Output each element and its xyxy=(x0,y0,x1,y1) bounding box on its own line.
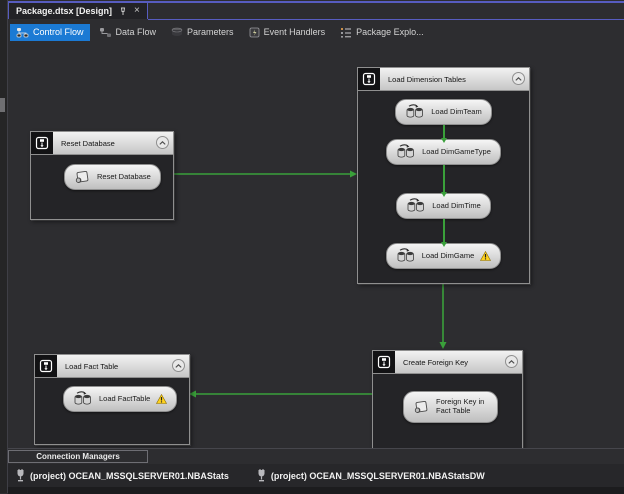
tab-event-handlers[interactable]: Event Handlers xyxy=(243,24,332,41)
accent-line-top xyxy=(8,1,624,3)
connector-loaddim-to-cfk[interactable] xyxy=(439,283,447,349)
task-label: Load DimTeam xyxy=(431,106,482,116)
tab-parameters-label: Parameters xyxy=(187,27,234,37)
data-flow-task-icon xyxy=(397,248,414,262)
container-title: Load Dimension Tables xyxy=(388,74,466,84)
sequence-container-load-dimension-tables[interactable]: Load Dimension Tables Load DimTeam Load … xyxy=(357,67,530,284)
tab-control-flow[interactable]: Control Flow xyxy=(10,23,90,41)
execute-sql-task-icon xyxy=(414,401,428,413)
package-explorer-icon xyxy=(341,27,352,38)
accent-line-bottom xyxy=(148,19,624,20)
document-tab-bar: Package.dtsx [Design] × xyxy=(8,0,624,20)
data-flow-task-icon xyxy=(406,104,424,118)
pin-icon[interactable] xyxy=(119,7,127,16)
left-panel-edge xyxy=(0,0,8,493)
connection-manager-icon xyxy=(17,469,24,482)
sequence-container-icon xyxy=(373,351,395,373)
sequence-container-create-foreign-key[interactable]: Create Foreign Key Foreign Key in Fact T… xyxy=(372,350,523,449)
control-flow-design-surface[interactable]: Reset Database Reset Database Load Dimen… xyxy=(8,45,624,449)
tab-package-explorer[interactable]: Package Explo... xyxy=(334,24,430,41)
sequence-container-icon xyxy=(358,68,380,90)
sequence-container-reset-database[interactable]: Reset Database Reset Database xyxy=(30,131,174,220)
designer-view-toolbar: Control Flow Data Flow Parameters Event … xyxy=(8,21,624,43)
tab-data-flow-label: Data Flow xyxy=(115,27,157,37)
warning-icon xyxy=(156,394,168,404)
data-flow-task-icon xyxy=(74,391,91,405)
close-icon[interactable]: × xyxy=(134,5,140,16)
connection-managers-list: (project) OCEAN_MSSQLSERVER01.NBAStats (… xyxy=(8,464,624,487)
task-label: Load DimTime xyxy=(432,200,481,210)
task-load-dimteam[interactable]: Load DimTeam xyxy=(395,99,492,125)
connection-manager-nbastats[interactable]: (project) OCEAN_MSSQLSERVER01.NBAStats xyxy=(16,469,229,482)
container-header[interactable]: Create Foreign Key xyxy=(373,351,522,374)
data-flow-task-icon xyxy=(397,144,414,158)
collapse-chevron-icon[interactable] xyxy=(156,136,169,149)
connection-manager-icon xyxy=(258,469,265,482)
precedence-constraint-layer xyxy=(172,170,447,398)
warning-icon xyxy=(480,251,492,261)
sequence-container-icon xyxy=(31,132,53,154)
collapse-chevron-icon[interactable] xyxy=(172,359,185,372)
task-label: Load FactTable xyxy=(99,393,151,403)
container-header[interactable]: Reset Database xyxy=(31,132,173,155)
container-title: Reset Database xyxy=(61,138,115,148)
task-label: Reset Database xyxy=(97,171,151,181)
tab-control-flow-label: Control Flow xyxy=(33,27,84,37)
data-flow-task-icon xyxy=(407,198,425,212)
container-body[interactable]: Reset Database xyxy=(31,155,173,190)
container-header[interactable]: Load Dimension Tables xyxy=(358,68,529,91)
document-tab-package-dtsx[interactable]: Package.dtsx [Design] × xyxy=(8,3,148,19)
task-connector[interactable] xyxy=(440,165,447,197)
connection-manager-label: (project) OCEAN_MSSQLSERVER01.NBAStats xyxy=(30,470,229,481)
document-tab-title: Package.dtsx [Design] xyxy=(16,6,113,16)
connector-reset-to-loaddim[interactable] xyxy=(172,170,357,178)
panel-bottom-strip xyxy=(8,487,624,494)
control-flow-icon xyxy=(16,27,29,37)
task-load-facttable[interactable]: Load FactTable xyxy=(63,386,178,412)
parameters-icon xyxy=(171,27,183,36)
collapse-chevron-icon[interactable] xyxy=(505,355,518,368)
task-connector[interactable] xyxy=(440,219,447,247)
collapse-chevron-icon[interactable] xyxy=(512,72,525,85)
connection-managers-tab[interactable]: Connection Managers xyxy=(8,450,148,463)
task-reset-database[interactable]: Reset Database xyxy=(64,164,161,190)
connection-manager-label: (project) OCEAN_MSSQLSERVER01.NBAStatsDW xyxy=(270,470,485,481)
tab-event-handlers-label: Event Handlers xyxy=(263,27,326,37)
container-body[interactable]: Foreign Key in Fact Table xyxy=(373,374,522,423)
tab-package-explorer-label: Package Explo... xyxy=(356,27,424,37)
sequence-container-icon xyxy=(35,355,57,377)
connection-managers-tab-label: Connection Managers xyxy=(36,452,120,461)
task-load-dimgame[interactable]: Load DimGame xyxy=(385,243,502,269)
data-flow-icon xyxy=(99,27,111,37)
tab-data-flow[interactable]: Data Flow xyxy=(93,24,163,41)
container-title: Create Foreign Key xyxy=(403,357,469,367)
container-body[interactable]: Load DimTeam Load DimGameType Load DimTi… xyxy=(358,91,529,269)
left-panel-fragment xyxy=(0,98,5,112)
task-label: Foreign Key in Fact Table xyxy=(436,397,485,415)
event-handlers-icon xyxy=(249,27,259,37)
task-label: Load DimGame xyxy=(421,250,475,260)
connector-cfk-to-lft[interactable] xyxy=(189,390,372,398)
task-foreign-key-in-fact-table[interactable]: Foreign Key in Fact Table xyxy=(403,391,498,423)
tab-parameters[interactable]: Parameters xyxy=(165,24,240,40)
task-connector[interactable] xyxy=(440,125,447,143)
connection-manager-nbastatsdw[interactable]: (project) OCEAN_MSSQLSERVER01.NBAStatsDW xyxy=(257,469,485,482)
connection-managers-panel: Connection Managers (project) OCEAN_MSSQ… xyxy=(8,448,624,494)
container-header[interactable]: Load Fact Table xyxy=(35,355,189,378)
execute-sql-task-icon xyxy=(75,171,89,183)
container-body[interactable]: Load FactTable xyxy=(35,378,189,412)
container-title: Load Fact Table xyxy=(65,361,119,371)
task-label: Load DimGameType xyxy=(422,146,491,156)
sequence-container-load-fact-table[interactable]: Load Fact Table Load FactTable xyxy=(34,354,190,445)
